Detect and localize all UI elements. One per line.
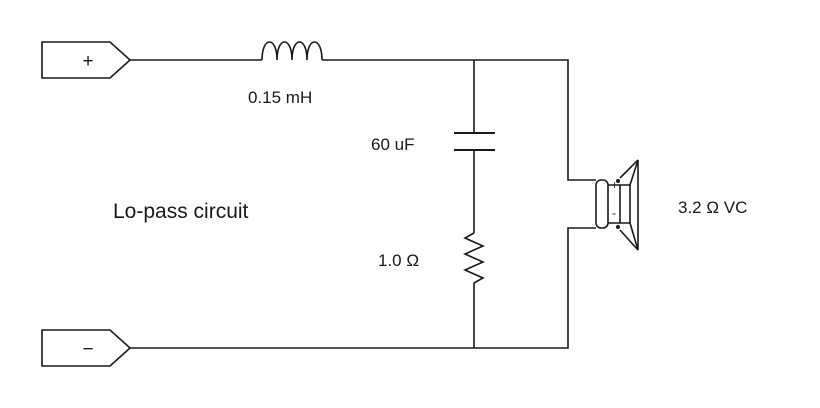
inductor-icon bbox=[261, 41, 323, 61]
negative-terminal: − bbox=[41, 329, 132, 367]
top-wire-right bbox=[322, 59, 596, 181]
bottom-wire bbox=[130, 227, 596, 349]
capacitor-icon bbox=[454, 132, 495, 151]
speaker-minus-label: - bbox=[612, 206, 616, 220]
speaker-label: 3.2 Ω VC bbox=[678, 198, 747, 217]
capacitor-label: 60 uF bbox=[371, 135, 414, 154]
resistor-icon bbox=[463, 232, 485, 284]
resistor-label: 1.0 Ω bbox=[378, 251, 419, 270]
positive-terminal-label: + bbox=[82, 51, 93, 72]
positive-terminal: + bbox=[41, 41, 132, 79]
speaker-icon bbox=[595, 159, 639, 251]
circuit-title: Lo-pass circuit bbox=[113, 200, 249, 223]
inductor-label: 0.15 mH bbox=[248, 88, 312, 107]
terminal-arrow-icon bbox=[41, 329, 132, 367]
terminal-arrow-icon bbox=[41, 41, 132, 79]
speaker-plus-label: + bbox=[611, 178, 618, 192]
negative-terminal-label: − bbox=[82, 339, 93, 360]
